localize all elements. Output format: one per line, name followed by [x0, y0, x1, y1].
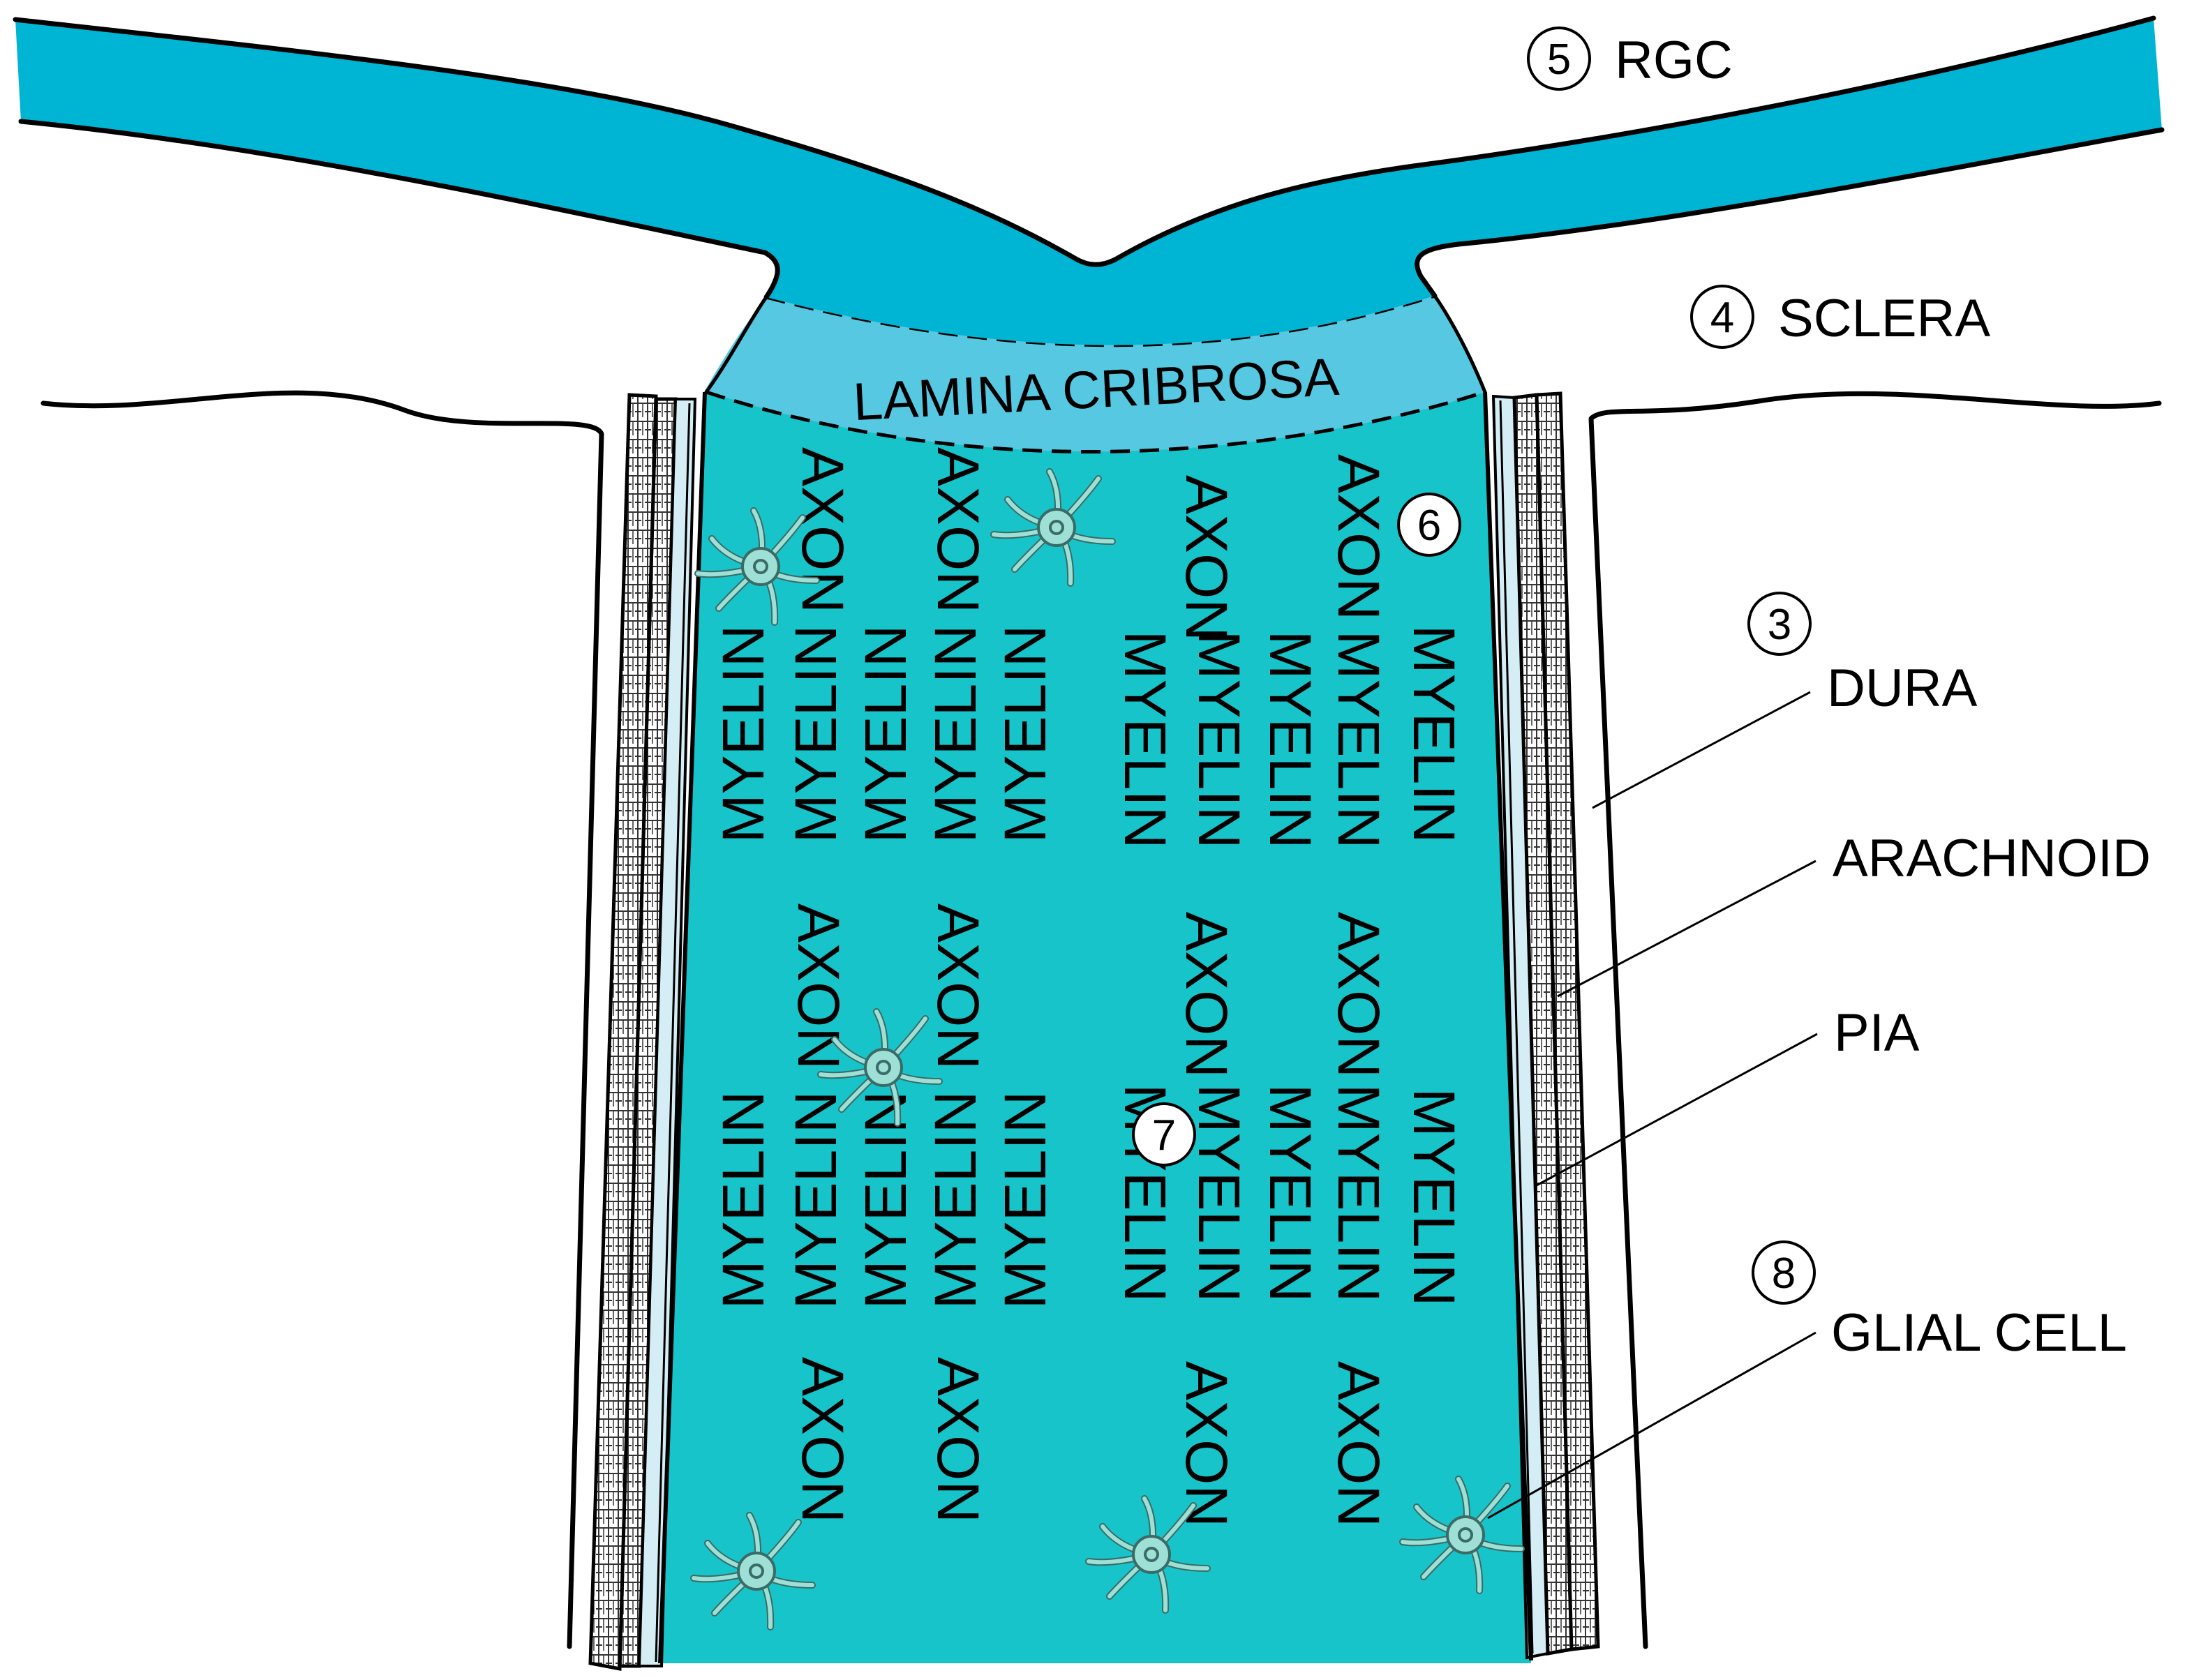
axon-word: AXON: [1174, 912, 1239, 1078]
pia-text: PIA: [1834, 1003, 1920, 1063]
dura-number: 3: [1768, 601, 1791, 649]
arachnoid-leader-line: [1557, 860, 1816, 998]
sclera-label: 4 SCLERA: [1690, 285, 1990, 349]
myelin-word: MYELIN: [1326, 631, 1392, 849]
myelin-word: MYELIN: [1258, 1084, 1323, 1303]
sclera-left-boundary: [40, 390, 604, 1649]
axon-word: AXON: [1174, 1361, 1239, 1527]
glial-cell: [694, 507, 820, 626]
lamina-lower-dashed-line: [706, 390, 1486, 453]
glial-cell-leader-line: [1487, 1331, 1816, 1520]
myelin-word: MYELIN: [853, 625, 918, 843]
marker-6: 6: [1397, 493, 1461, 557]
myelin-word: MYELIN: [992, 625, 1058, 843]
axon-word: AXON: [925, 447, 991, 613]
optic-nerve-body: [660, 392, 1531, 1663]
sclera-number: 4: [1710, 294, 1734, 342]
arachnoid-text: ARACHNOID: [1833, 829, 2151, 888]
glial-cell: [990, 468, 1116, 587]
axon-word: AXON: [790, 447, 856, 613]
axon-word: AXON: [1326, 1361, 1392, 1527]
rgc-layer: [15, 18, 2162, 345]
myelin-word: MYELIN: [1326, 1084, 1392, 1303]
myelin-word: MYELIN: [1112, 631, 1178, 849]
dura-right-outer: [1535, 391, 1600, 1651]
sclera-text: SCLERA: [1778, 289, 1990, 348]
dura-text: DURA: [1827, 659, 1978, 718]
dura-left-outer: [588, 393, 658, 1672]
dura-leader-line: [1592, 691, 1811, 809]
glial-cell: [1399, 1476, 1525, 1594]
sclera-right-boundary: [1588, 391, 2162, 1649]
glial-cell: [690, 1512, 816, 1630]
rgc-number: 5: [1547, 36, 1571, 84]
myelin-word: MYELIN: [1401, 625, 1467, 843]
myelin-word: MYELIN: [923, 625, 988, 843]
marker-7: 7: [1132, 1102, 1196, 1167]
glial-cell-label: 8 GLIAL CELL: [1487, 1240, 2127, 1520]
myelin-word: MYELIN: [992, 1091, 1058, 1310]
glial-cell: [1085, 1495, 1211, 1614]
marker-6-number: 6: [1417, 502, 1441, 550]
glial-cells: [690, 468, 1525, 1630]
myelin-word: MYELIN: [783, 625, 849, 843]
myelin-word: MYELIN: [1401, 1088, 1467, 1307]
glial-cell-number: 8: [1772, 1250, 1796, 1298]
axon-word: AXON: [1326, 454, 1392, 620]
dura-label: 3 DURA: [1592, 592, 1978, 809]
myelin-word: MYELIN: [710, 1091, 776, 1310]
myelin-word: MYELIN: [1186, 631, 1252, 849]
axon-word: AXON: [1326, 912, 1392, 1078]
axon-word: AXON: [925, 1357, 991, 1523]
axon-word: AXON: [790, 1357, 856, 1523]
pia-leader-line: [1535, 1033, 1818, 1187]
axon-myelin-words: AXON AXON AXON AXON AXON AXON AXON AXON AXON AXON…: [710, 447, 1467, 1527]
rgc-label: 5 RGC: [1527, 27, 1733, 91]
myelin-word: MYELIN: [1258, 631, 1323, 849]
myelin-word: MYELIN: [783, 1091, 849, 1310]
marker-7-number: 7: [1152, 1111, 1176, 1160]
glial-cell-text: GLIAL CELL: [1831, 1303, 2127, 1363]
axon-word: AXON: [1174, 475, 1239, 641]
myelin-word: MYELIN: [1186, 1084, 1252, 1303]
axon-word: AXON: [925, 903, 991, 1070]
arachnoid-label: ARACHNOID: [1557, 829, 2151, 998]
lamina-cribrosa-band: [705, 296, 1485, 452]
pia-label: PIA: [1535, 1003, 1920, 1187]
myelin-word: MYELIN: [710, 625, 776, 843]
myelin-word: MYELIN: [853, 1091, 918, 1310]
glial-cell: [817, 1008, 943, 1127]
rgc-text: RGC: [1615, 31, 1733, 90]
myelin-word: MYELIN: [923, 1091, 988, 1310]
